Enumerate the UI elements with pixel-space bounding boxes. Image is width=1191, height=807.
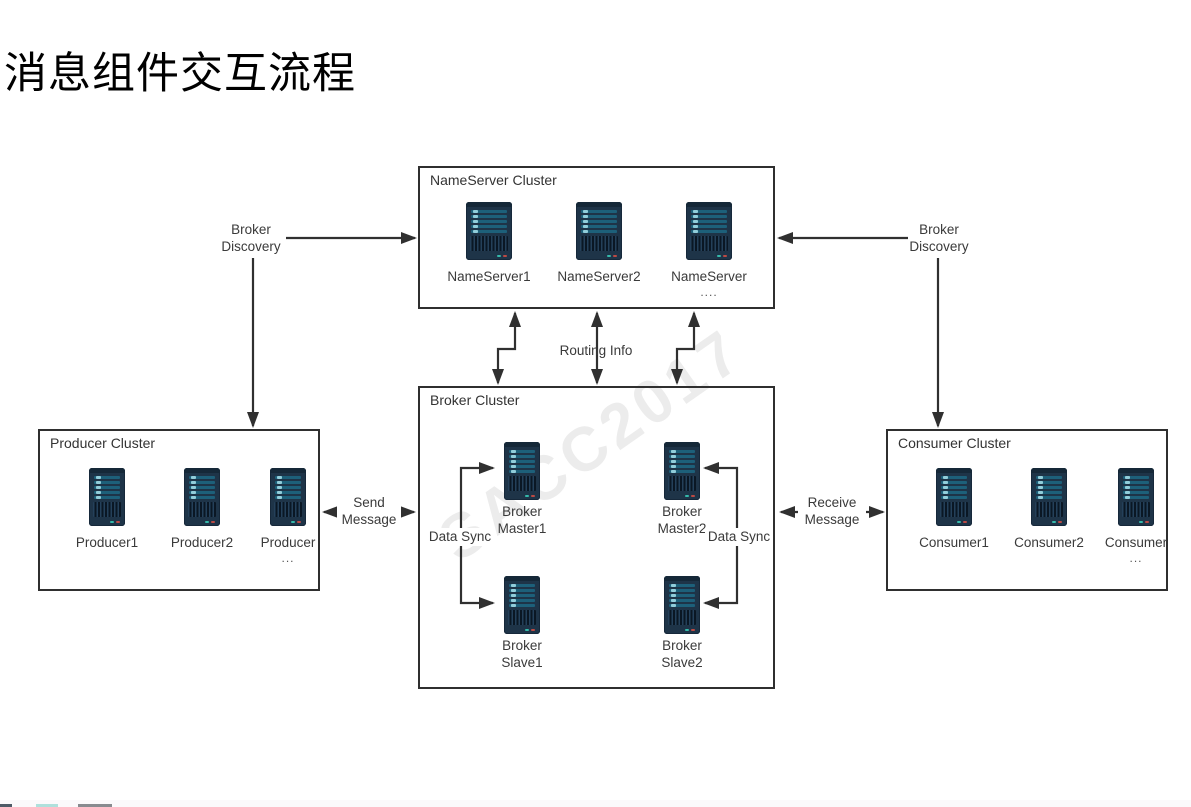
broker-cluster-box: Broker Cluster Broker Master1 Broker Mas… [418, 386, 775, 689]
node-label: Producer [260, 535, 316, 550]
server-rack-icon [504, 576, 540, 634]
arrow-routing-right [671, 311, 700, 385]
node-label: Broker Master1 [497, 504, 547, 536]
consumer-cluster-box: Consumer Cluster Consumer1 Consumer2 Con… [886, 429, 1168, 591]
server-rack-icon [664, 442, 700, 500]
server-rack-icon [89, 468, 125, 526]
node-consumer-n: Consumer ... [1086, 468, 1186, 564]
node-label: Producer1 [75, 535, 139, 550]
edge-label-data-sync-left: Data Sync [426, 528, 494, 546]
broker-cluster-label: Broker Cluster [430, 392, 520, 408]
taskbar-edge [0, 800, 1191, 807]
producer-cluster-box: Producer Cluster Producer1 Producer2 Pro… [38, 429, 320, 591]
node-label: Consumer [1104, 535, 1168, 550]
edge-label-broker-discovery-right: Broker Discovery [909, 222, 969, 254]
server-rack-icon [576, 202, 622, 260]
node-producer2: Producer2 [152, 468, 252, 551]
node-label: NameServer [671, 269, 747, 284]
server-rack-icon [664, 576, 700, 634]
node-consumer2: Consumer2 [999, 468, 1099, 551]
producer-cluster-label: Producer Cluster [50, 435, 156, 451]
server-rack-icon [686, 202, 732, 260]
node-label: NameServer2 [557, 269, 641, 284]
page-title: 消息组件交互流程 [4, 50, 356, 98]
server-rack-icon [1031, 468, 1067, 526]
server-rack-icon [184, 468, 220, 526]
node-label: Producer2 [170, 535, 234, 550]
arrow-routing-left [492, 311, 521, 385]
edge-label-broker-discovery-left: Broker Discovery [221, 222, 281, 254]
node-producer-n: Producer ... [238, 468, 338, 564]
server-rack-icon [504, 442, 540, 500]
node-label: Consumer2 [1014, 535, 1084, 550]
edge-label-receive-message: Receive Message [798, 494, 866, 528]
edge-label-send-message: Send Message [337, 494, 401, 528]
node-broker-slave2: Broker Slave2 [632, 576, 732, 671]
nameserver-cluster-box: NameServer Cluster NameServer1 NameServe… [418, 166, 775, 309]
node-broker-master2: Broker Master2 [632, 442, 732, 537]
server-rack-icon [466, 202, 512, 260]
server-rack-icon [1118, 468, 1154, 526]
nameserver-cluster-label: NameServer Cluster [430, 172, 557, 188]
node-label: Broker Master2 [657, 504, 707, 536]
taskbar-edge-segment [36, 804, 58, 807]
taskbar-edge-segment [78, 804, 112, 807]
node-consumer1: Consumer1 [904, 468, 1004, 551]
node-producer1: Producer1 [57, 468, 157, 551]
server-rack-icon [936, 468, 972, 526]
ellipsis-more-nodes: ... [281, 551, 295, 565]
edge-label-routing-info: Routing Info [559, 343, 633, 358]
node-broker-master1: Broker Master1 [472, 442, 572, 537]
ellipsis-more-nodes: .... [700, 285, 718, 299]
node-label: NameServer1 [447, 269, 531, 284]
node-label: Consumer1 [919, 535, 989, 550]
edge-label-data-sync-right: Data Sync [705, 528, 773, 546]
node-nameserver-n: NameServer .... [659, 202, 759, 298]
node-nameserver1: NameServer1 [439, 202, 539, 285]
node-label: Broker Slave1 [501, 638, 543, 670]
node-nameserver2: NameServer2 [549, 202, 649, 285]
node-label: Broker Slave2 [661, 638, 703, 670]
ellipsis-more-nodes: ... [1129, 551, 1143, 565]
server-rack-icon [270, 468, 306, 526]
consumer-cluster-label: Consumer Cluster [898, 435, 1011, 451]
node-broker-slave1: Broker Slave1 [472, 576, 572, 671]
taskbar-edge-segment [0, 804, 12, 807]
